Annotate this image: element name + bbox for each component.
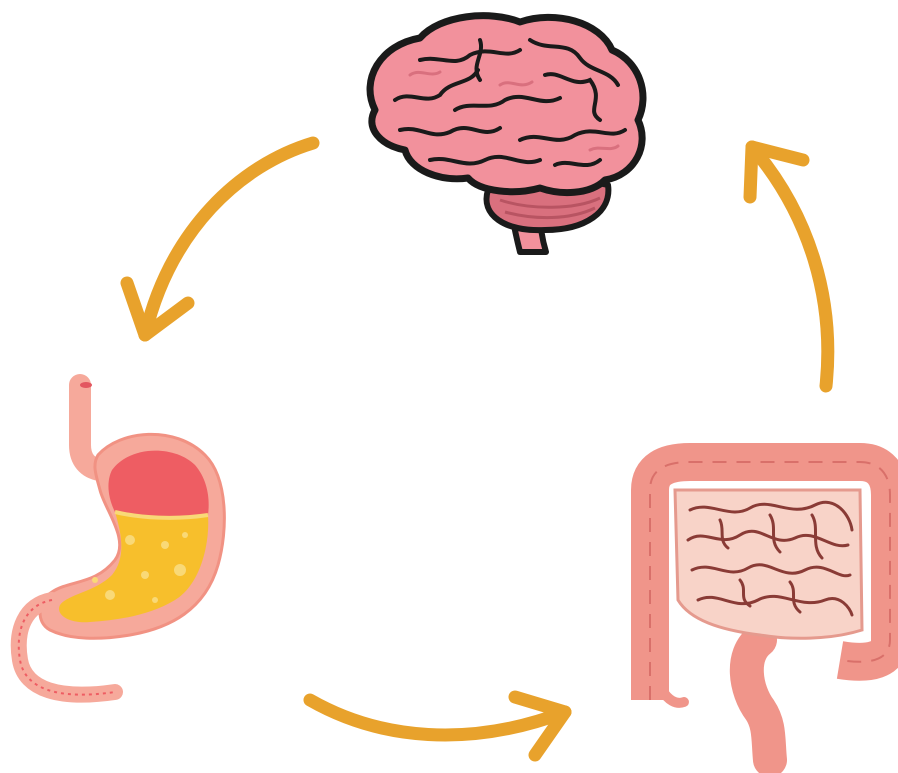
arrow-brain-to-stomach bbox=[127, 143, 313, 335]
arrow-stomach-to-intestines bbox=[310, 697, 565, 755]
brain-icon bbox=[370, 16, 643, 252]
stomach-icon bbox=[19, 382, 225, 695]
arrow-intestines-to-brain bbox=[750, 147, 828, 386]
intestines-icon bbox=[650, 462, 890, 760]
